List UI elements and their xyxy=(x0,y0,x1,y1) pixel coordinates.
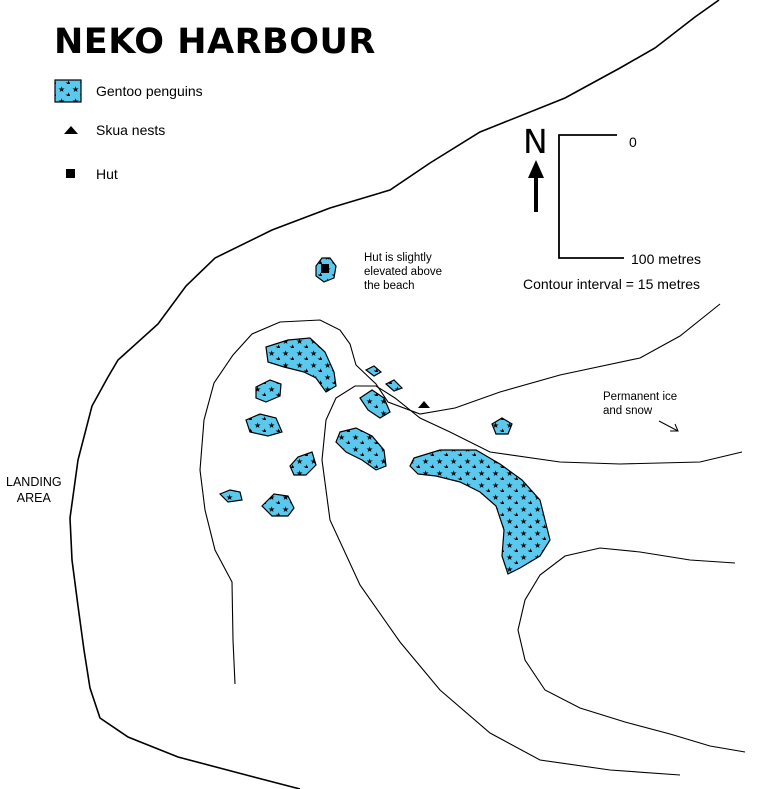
legend-penguin-swatch xyxy=(54,79,82,103)
penguin-colony xyxy=(245,413,283,437)
landing-line: AREA xyxy=(16,491,51,505)
contour-line-inner xyxy=(321,385,743,776)
penguin-colony xyxy=(409,449,551,575)
ice-note-line: and snow xyxy=(603,405,653,417)
north-label: N xyxy=(523,122,548,161)
penguin-colony xyxy=(261,493,295,517)
penguin-colony xyxy=(255,379,282,403)
scale-zero-label: 0 xyxy=(629,134,637,150)
legend-hut-label: Hut xyxy=(96,166,118,182)
legend-skua-label: Skua nests xyxy=(96,122,166,138)
legend-hut-symbol xyxy=(66,169,75,178)
penguin-colony xyxy=(364,365,383,377)
landing-area-label: LANDING AREA xyxy=(6,474,62,506)
penguin-colonies xyxy=(218,257,551,575)
contour-line-outer xyxy=(199,303,721,685)
ice-note: Permanent ice and snow xyxy=(603,390,677,418)
ice-note-line: Permanent ice xyxy=(603,391,678,403)
north-arrow-icon xyxy=(528,160,544,212)
legend-penguins-label: Gentoo penguins xyxy=(96,83,203,99)
scale-length-label: 100 metres xyxy=(631,251,702,267)
hut-note-line: the beach xyxy=(364,280,415,292)
hut-note: Hut is slightly elevated above the beach xyxy=(364,251,442,293)
scale-bar xyxy=(558,134,624,259)
landing-line: LANDING xyxy=(6,475,62,489)
legend-skua-symbol xyxy=(64,126,78,134)
ice-arrow xyxy=(658,420,679,432)
penguin-colony xyxy=(218,489,243,503)
coastline xyxy=(69,0,720,789)
penguin-colony xyxy=(265,337,337,393)
penguin-colony xyxy=(289,451,317,476)
hut-note-line: elevated above xyxy=(364,266,443,278)
penguin-colony xyxy=(359,389,391,419)
penguin-colony xyxy=(491,417,513,435)
contour-line-lower xyxy=(517,547,746,753)
penguin-colony xyxy=(384,379,404,392)
skua-nest-marker xyxy=(418,401,430,408)
hut-marker xyxy=(321,264,329,273)
map-title: NEKO HARBOUR xyxy=(54,22,376,62)
penguin-colony xyxy=(335,427,387,471)
hut-note-line: Hut is slightly xyxy=(364,252,432,264)
contour-interval-label: Contour interval = 15 metres xyxy=(523,276,701,292)
